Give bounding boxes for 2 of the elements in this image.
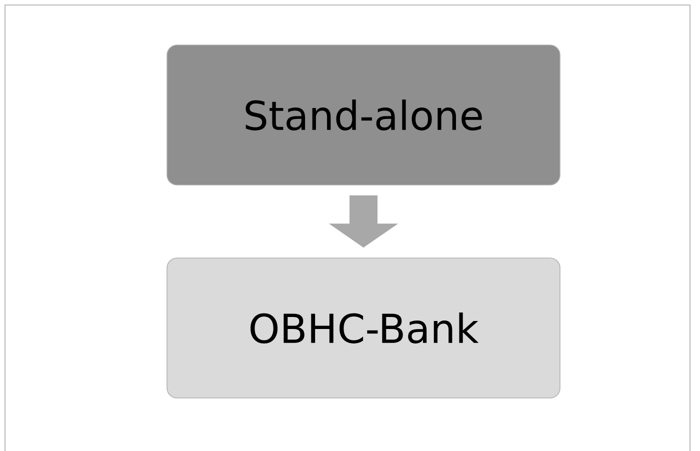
process-box: OBHC-Bank: [166, 258, 560, 398]
process-box: Stand-alone: [166, 44, 560, 186]
